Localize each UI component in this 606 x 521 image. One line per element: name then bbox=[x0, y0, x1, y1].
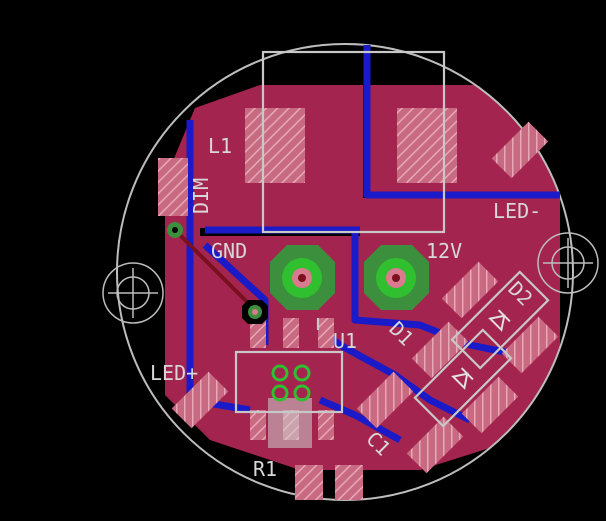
gnd-pad[interactable] bbox=[270, 245, 335, 310]
label-u1: U1 bbox=[333, 329, 357, 353]
label-gnd: GND bbox=[211, 239, 247, 263]
label-r1: R1 bbox=[253, 457, 277, 481]
mounting-hole-left-icon bbox=[102, 262, 164, 324]
diode-d1-icon bbox=[451, 367, 474, 390]
dim-trace bbox=[173, 228, 257, 312]
mounting-hole-right-icon bbox=[537, 232, 599, 294]
label-dim: DIM bbox=[189, 178, 213, 214]
silkscreen bbox=[234, 50, 550, 428]
label-12v: 12V bbox=[426, 239, 462, 263]
diode-d2-icon bbox=[488, 309, 511, 332]
smd-pads bbox=[158, 108, 559, 500]
label-led-minus: LED- bbox=[493, 199, 541, 223]
label-l1: L1 bbox=[208, 134, 232, 158]
12v-pad[interactable] bbox=[364, 245, 429, 310]
label-led-plus: LED+ bbox=[150, 361, 198, 385]
vias bbox=[167, 222, 311, 402]
